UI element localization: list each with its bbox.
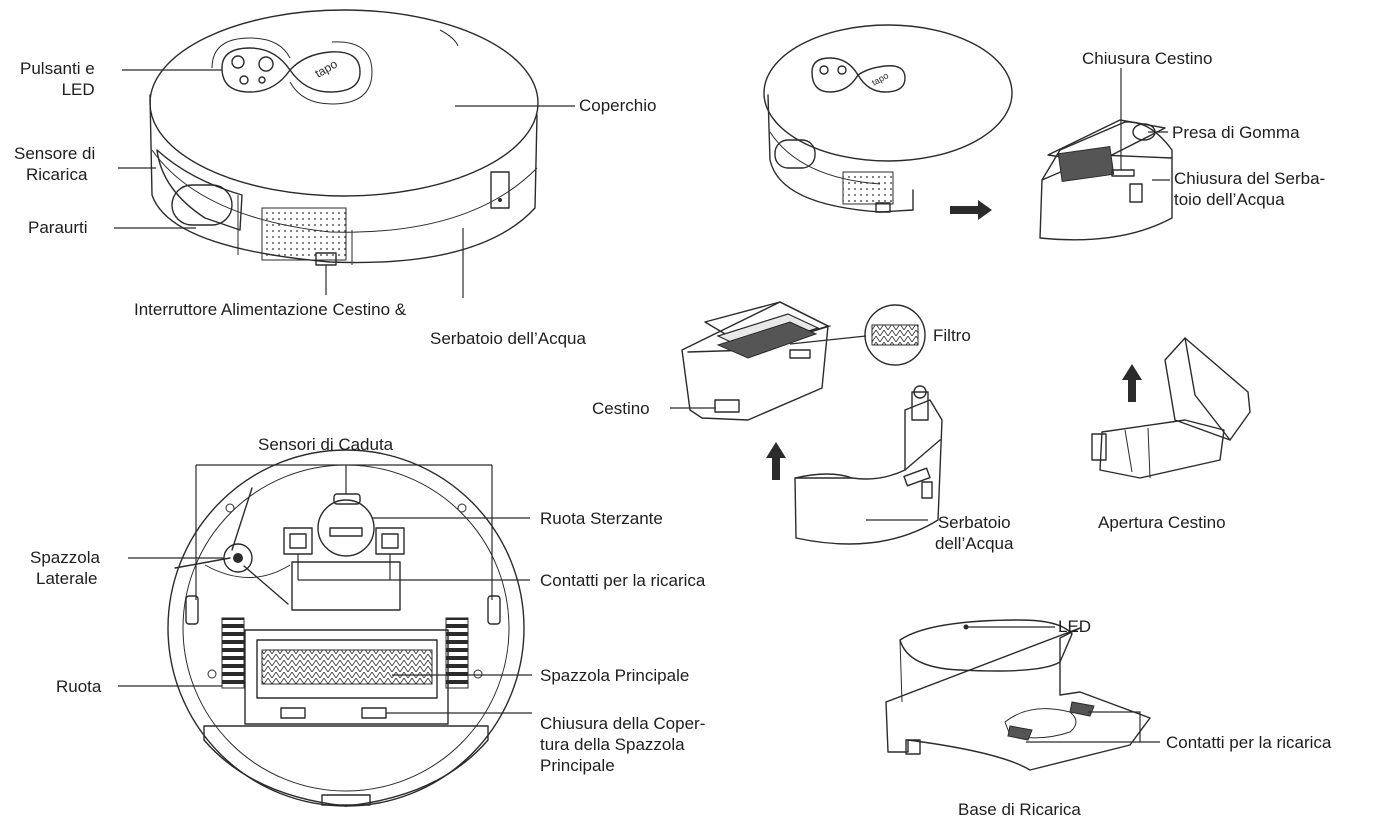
main-brush bbox=[261, 649, 433, 685]
intake-grille bbox=[261, 207, 347, 261]
label-base-ricarica: Base di Ricarica bbox=[958, 800, 1081, 819]
leaders-base bbox=[968, 626, 1160, 743]
charging-base bbox=[885, 619, 1151, 771]
label-chiusura-serbatoio: Chiusura del Serba- toio dell’Acqua bbox=[1174, 169, 1326, 209]
filter-part bbox=[789, 304, 926, 366]
label-presa-gomma: Presa di Gomma bbox=[1172, 123, 1300, 142]
label-filtro: Filtro bbox=[933, 326, 971, 345]
label-coperchio: Coperchio bbox=[579, 96, 657, 115]
leaders-middle bbox=[670, 407, 928, 521]
label-serbatoio-mid: Serbatoio dell’Acqua bbox=[935, 513, 1014, 553]
label-spazzola-principale: Spazzola Principale bbox=[540, 666, 690, 685]
label-ruota: Ruota bbox=[56, 677, 102, 696]
label-spazzola-laterale: Spazzola Laterale bbox=[30, 548, 100, 588]
logo-small: tapo bbox=[870, 70, 890, 87]
robot-underside bbox=[167, 449, 525, 807]
label-paraurti: Paraurti bbox=[28, 218, 88, 237]
label-cestino: Cestino bbox=[592, 399, 650, 418]
label-sensori-caduta: Sensori di Caduta bbox=[258, 435, 394, 454]
label-contatti-robot: Contatti per la ricarica bbox=[540, 571, 706, 590]
label-chiusura-cestino: Chiusura Cestino bbox=[1082, 49, 1213, 68]
leaders-bottom-left bbox=[118, 464, 532, 714]
label-chiusura-copertura: Chiusura della Coper- tura della Spazzol… bbox=[540, 714, 706, 775]
leaders-top-left bbox=[114, 69, 575, 298]
robot-with-bin: tapo bbox=[763, 24, 1173, 241]
label-sensore-ricarica: Sensore di Ricarica bbox=[14, 144, 96, 184]
bin-open bbox=[1091, 337, 1251, 479]
label-apertura-cestino: Apertura Cestino bbox=[1098, 513, 1226, 532]
button-panel: tapo bbox=[211, 37, 373, 105]
label-pulsanti: Pulsanti e LED bbox=[20, 59, 95, 99]
robot-top-view: tapo bbox=[149, 9, 539, 266]
label-contatti-base: Contatti per la ricarica bbox=[1166, 733, 1332, 752]
label-interruttore: Interruttore Alimentazione Cestino & bbox=[134, 300, 407, 319]
logo-top: tapo bbox=[313, 57, 341, 81]
label-led-base: LED bbox=[1058, 617, 1092, 636]
tank-exploded bbox=[766, 385, 943, 545]
wheel-right bbox=[445, 617, 469, 689]
wheel-left bbox=[221, 617, 245, 689]
bin-exploded bbox=[681, 301, 831, 421]
leaders-top-right bbox=[1120, 68, 1170, 181]
label-serbatoio-top: Serbatoio dell’Acqua bbox=[430, 329, 586, 348]
label-ruota-sterzante: Ruota Sterzante bbox=[540, 509, 663, 528]
